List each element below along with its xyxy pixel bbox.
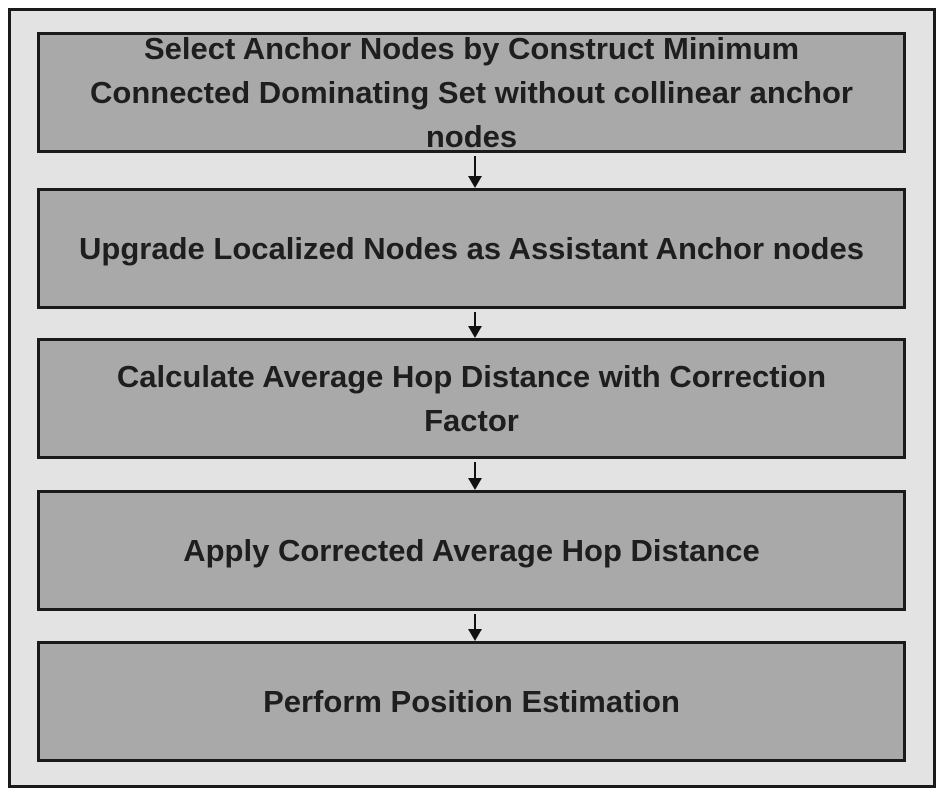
step-label: Select Anchor Nodes by Construct Minimum… xyxy=(90,30,853,154)
flow-arrow-1-to-2 xyxy=(468,156,482,188)
step-label: Perform Position Estimation xyxy=(263,683,680,719)
flow-arrow-2-to-3 xyxy=(468,312,482,338)
step-label: Upgrade Localized Nodes as Assistant Anc… xyxy=(79,230,864,266)
step-calculate-average-hop-distance: Calculate Average Hop Distance with Corr… xyxy=(37,338,906,459)
flow-arrow-3-to-4 xyxy=(468,462,482,490)
step-select-anchor-nodes: Select Anchor Nodes by Construct Minimum… xyxy=(37,31,906,154)
step-label: Calculate Average Hop Distance with Corr… xyxy=(116,358,827,438)
flow-arrow-4-to-5 xyxy=(468,614,482,641)
step-upgrade-localized-nodes: Upgrade Localized Nodes as Assistant Anc… xyxy=(37,188,906,309)
step-label: Apply Corrected Average Hop Distance xyxy=(183,532,760,568)
step-perform-position-estimation: Perform Position Estimation xyxy=(37,641,906,762)
step-apply-corrected-hop-distance: Apply Corrected Average Hop Distance xyxy=(37,490,906,611)
